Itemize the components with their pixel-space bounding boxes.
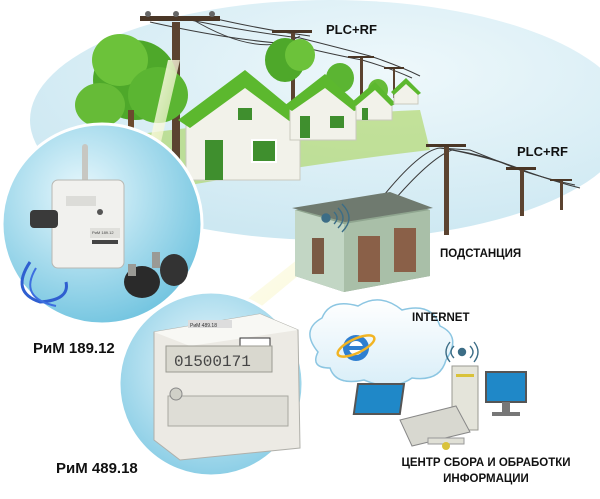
- signal-beam-house: [148, 60, 180, 155]
- internet-explorer-logo: [336, 334, 376, 361]
- utility-pole-7: [550, 179, 572, 210]
- utility-pole-3: [348, 56, 374, 98]
- utility-pole-5: [426, 144, 466, 235]
- internet-cloud: [309, 299, 454, 387]
- desktop-computer-icon: [352, 365, 527, 450]
- meter1-label: РиМ 189.12: [33, 340, 115, 357]
- internet-label: INTERNET: [412, 312, 470, 324]
- house-small: [352, 82, 396, 121]
- house-far: [391, 78, 421, 105]
- data-center-label-line1: ЦЕНТР СБОРА И ОБРАБОТКИ: [401, 457, 571, 469]
- utility-pole-6: [506, 167, 536, 216]
- plc-rf-label-top: PLC+RF: [326, 22, 377, 37]
- meter1-plate-text: РиМ 189.12: [92, 230, 114, 235]
- meter-circle-2: РиМ 489.18 01500171: [117, 290, 305, 478]
- meter2-reading: 01500171: [174, 353, 251, 371]
- meter2-label: РиМ 489.18: [56, 460, 138, 477]
- data-center-label-line2: ИНФОРМАЦИИ: [443, 473, 529, 485]
- antenna: [82, 144, 88, 188]
- meter2-plate-text: РиМ 489.18: [190, 323, 217, 329]
- radio-waves-icon: [321, 203, 350, 233]
- radio-waves-icon: [445, 341, 479, 363]
- data-center-label: ЦЕНТР СБОРА И ОБРАБОТКИ ИНФОРМАЦИИ: [378, 455, 594, 487]
- substation-label: ПОДСТАНЦИЯ: [440, 248, 522, 260]
- meter-circle-1: РиМ 189.12: [0, 122, 204, 326]
- utility-pole-4: [384, 67, 404, 98]
- house-medium: [284, 74, 362, 141]
- plc-rf-label-right: PLC+RF: [517, 144, 568, 159]
- substation-building: [292, 192, 433, 292]
